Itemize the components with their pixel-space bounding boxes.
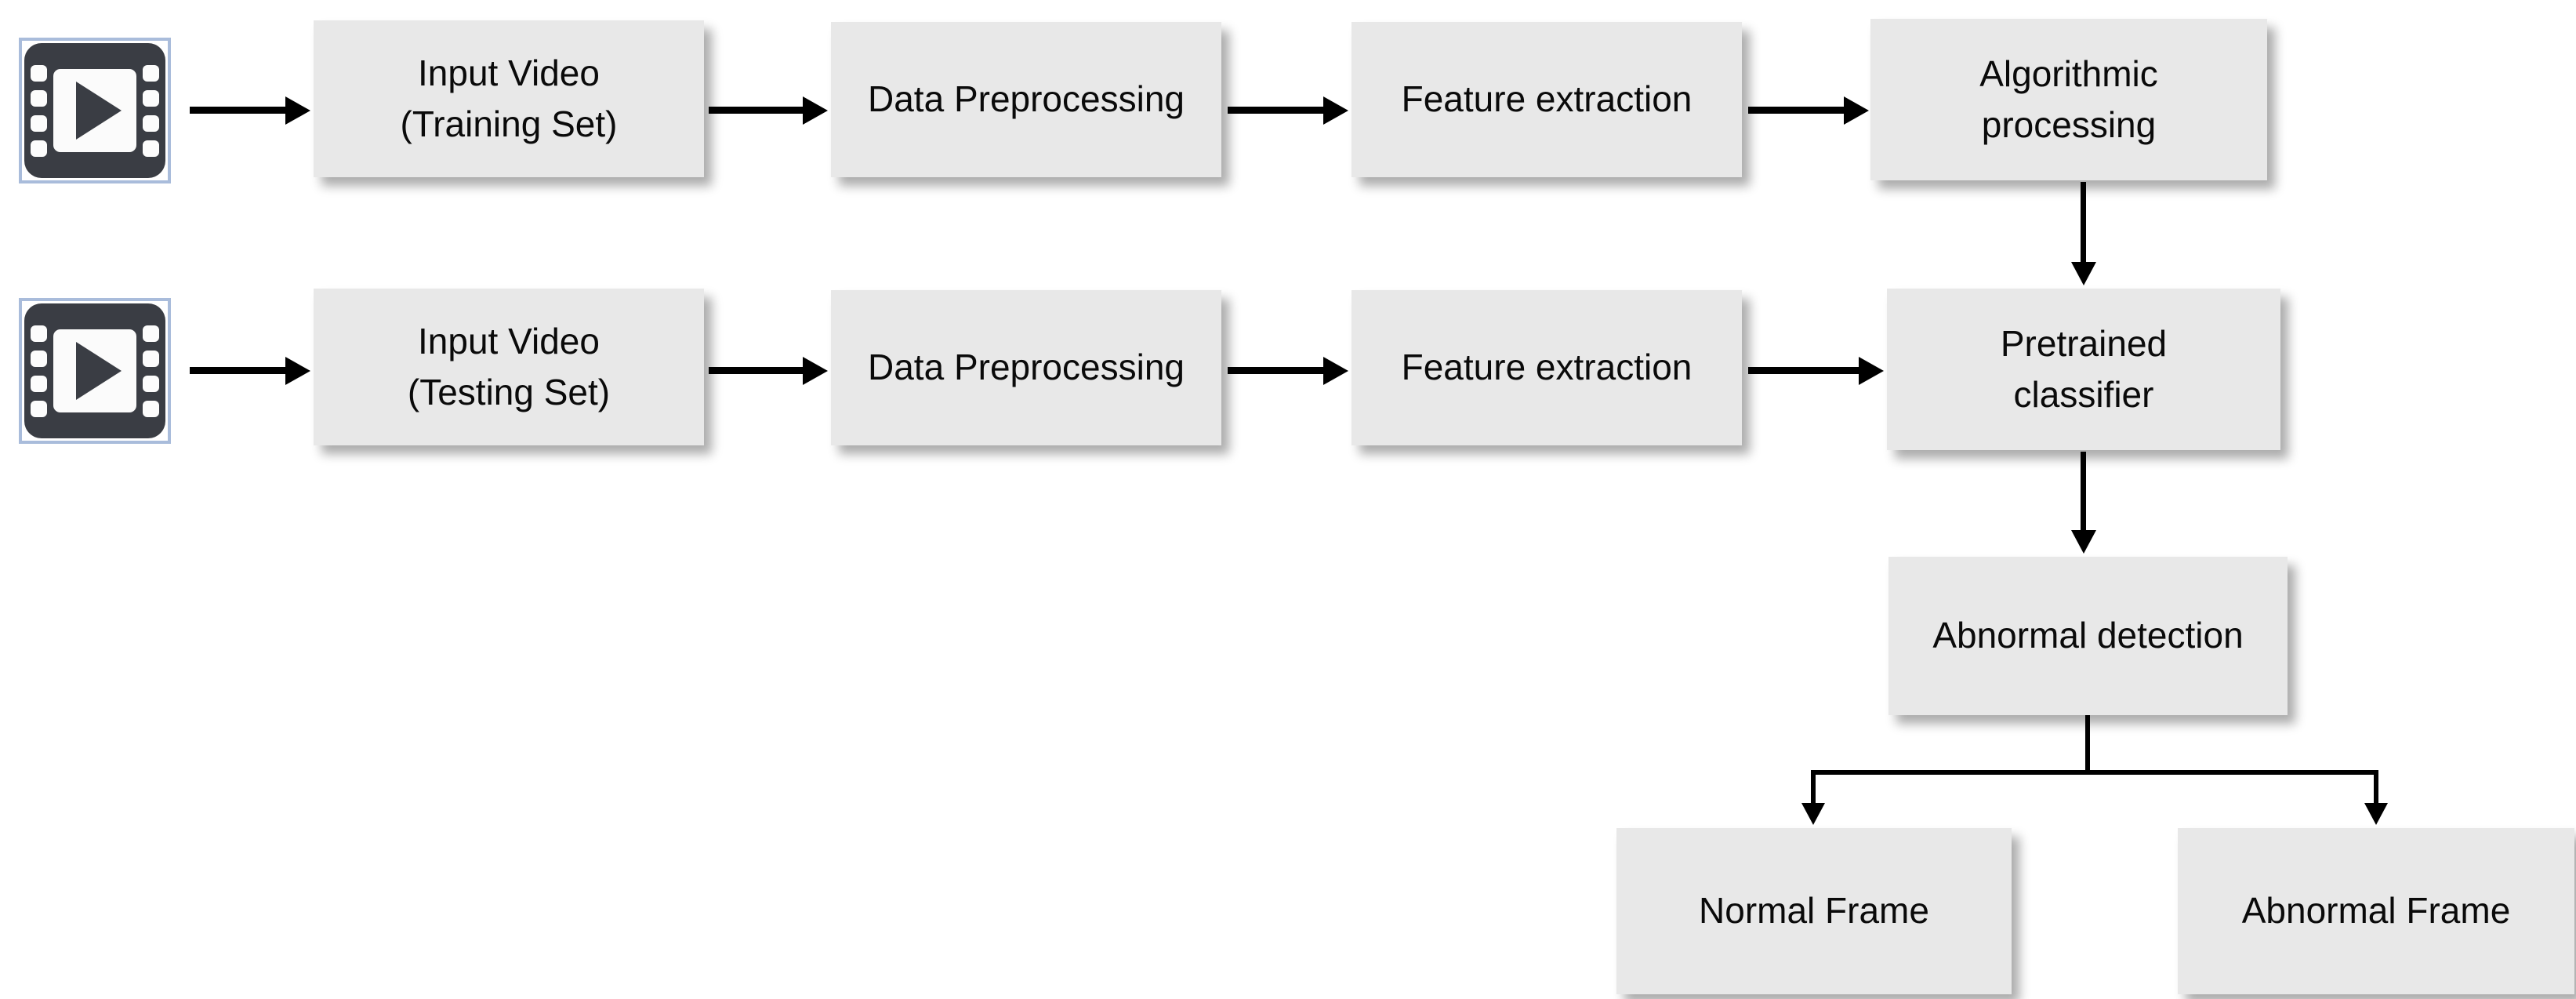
arrow-testing-icon-to-input-video [190, 367, 285, 374]
node-input-video-testing: Input Video (Testing Set) [314, 289, 704, 445]
arrow-input-testing-to-preprocessing [709, 367, 803, 374]
node-label: Feature extraction [1401, 78, 1693, 120]
node-label: Normal Frame [1699, 890, 1929, 932]
node-feature-extraction-2: Feature extraction [1351, 290, 1742, 445]
film-hole [31, 400, 47, 417]
film-hole [31, 375, 47, 392]
arrow-pretrained-to-abnormal-detection [2081, 452, 2086, 530]
node-label: Input Video (Training Set) [400, 52, 618, 144]
node-abnormal-detection: Abnormal detection [1888, 557, 2288, 715]
node-label: Input Video (Testing Set) [407, 320, 611, 412]
film-holes-left [24, 303, 53, 438]
arrow-preprocessing1-to-feature-extraction [1228, 107, 1323, 114]
film-hole [143, 400, 159, 417]
node-label: Data Preprocessing [868, 78, 1185, 120]
node-abnormal-frame: Abnormal Frame [2178, 828, 2574, 994]
film-hole [31, 350, 47, 367]
arrow-training-icon-to-input-video [190, 107, 285, 114]
film-hole [31, 114, 47, 132]
node-label: Algorithmic processing [1979, 53, 2158, 145]
play-icon [76, 342, 122, 400]
film-hole [143, 325, 159, 342]
film-hole [31, 325, 47, 342]
node-pretrained-classifier: Pretrained classifier [1887, 289, 2280, 450]
node-input-video-training: Input Video (Training Set) [314, 20, 704, 177]
film-hole [143, 64, 159, 82]
training-video-icon [19, 38, 171, 183]
film-hole [143, 89, 159, 107]
film-hole [143, 140, 159, 157]
film-strip [24, 43, 165, 178]
film-hole [31, 140, 47, 157]
branch-stub-line [2085, 715, 2090, 775]
arrow-algorithmic-to-pretrained [2081, 182, 2086, 262]
arrow-input-training-to-preprocessing [709, 107, 803, 114]
film-holes-right [136, 303, 165, 438]
film-hole [143, 375, 159, 392]
film-holes-left [24, 43, 53, 178]
film-hole [143, 350, 159, 367]
film-hole [143, 114, 159, 132]
node-data-preprocessing-1: Data Preprocessing [831, 22, 1221, 177]
arrow-branch-to-normal-frame [1811, 770, 1816, 803]
node-feature-extraction-1: Feature extraction [1351, 22, 1742, 177]
node-normal-frame: Normal Frame [1616, 828, 2012, 994]
arrow-branch-to-abnormal-frame [2374, 770, 2378, 803]
film-holes-right [136, 43, 165, 178]
node-algorithmic-processing: Algorithmic processing [1870, 19, 2267, 180]
node-label: Feature extraction [1401, 347, 1693, 388]
node-data-preprocessing-2: Data Preprocessing [831, 290, 1221, 445]
arrow-preprocessing2-to-feature-extraction [1228, 367, 1323, 374]
branch-horizontal-line [1811, 770, 2378, 775]
testing-video-icon [19, 298, 171, 444]
arrow-feature-extraction1-to-algorithmic [1748, 107, 1844, 114]
node-label: Pretrained classifier [2000, 322, 2168, 415]
node-label: Abnormal detection [1932, 615, 2244, 656]
film-hole [31, 64, 47, 82]
film-hole [31, 89, 47, 107]
play-icon [76, 82, 122, 140]
node-label: Abnormal Frame [2241, 890, 2511, 932]
arrow-feature-extraction2-to-pretrained [1748, 367, 1859, 374]
film-strip [24, 303, 165, 438]
node-label: Data Preprocessing [868, 347, 1185, 388]
video-screen [53, 329, 136, 412]
video-screen [53, 69, 136, 152]
